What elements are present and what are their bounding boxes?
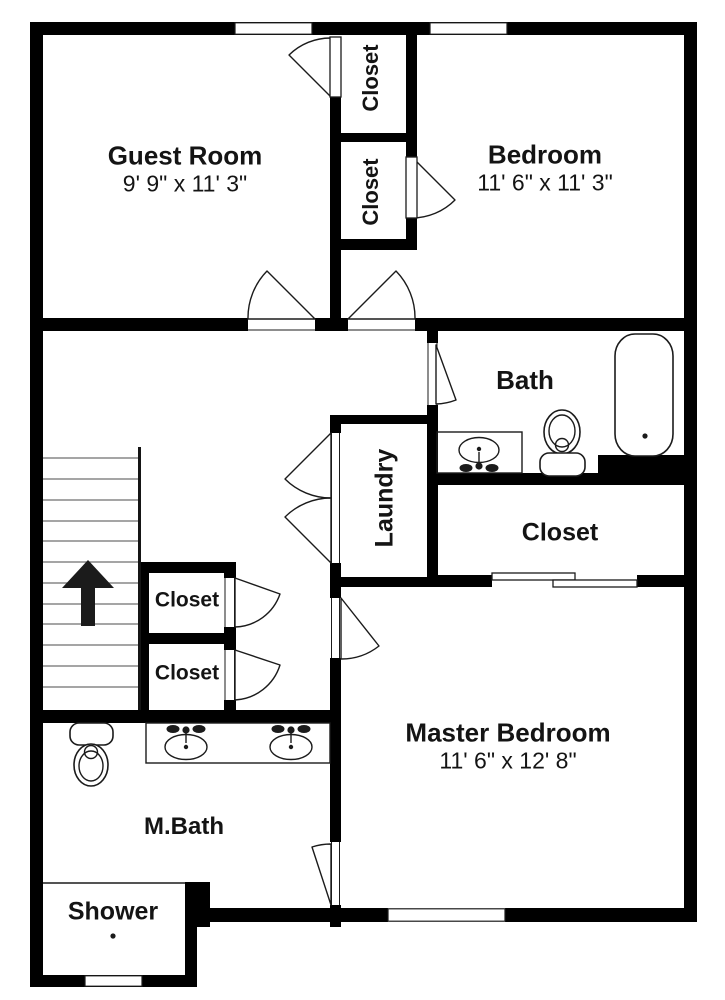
double-vanity-icon (145, 722, 331, 764)
master-closet-label: Closet (521, 518, 599, 547)
walls (30, 22, 697, 987)
shower-label: Shower (67, 897, 159, 926)
shower-drain-dot (110, 933, 116, 939)
window (234, 22, 313, 35)
master-bedroom-label: Master Bedroom 11' 6" x 12' 8" (405, 717, 611, 774)
bath-door-swing (435, 344, 457, 405)
toilet-icon (69, 722, 114, 787)
bedroom-closet-door-swing (411, 156, 456, 219)
guest-closet-door-leaf (329, 36, 342, 98)
bedroom-closet-door-leaf (405, 156, 418, 219)
hall-closet-lower-label: Closet (154, 661, 220, 685)
bathtub-icon (614, 333, 674, 457)
sliding-doors (491, 572, 638, 588)
window (84, 975, 143, 987)
doors (234, 36, 638, 906)
shower-enclosure (43, 882, 185, 939)
toilet-icon (539, 409, 586, 477)
hall-closet-upper-label: Closet (154, 588, 220, 612)
laundry-door-swing-upper (284, 432, 332, 499)
laundry-label: Laundry (370, 448, 399, 548)
windows (84, 22, 508, 987)
guest-closet-door-swing (288, 37, 332, 98)
mbath-door-swing (311, 843, 332, 906)
master-door-swing (340, 597, 380, 660)
guest-room-door-swing (247, 270, 316, 320)
window (429, 22, 508, 35)
window (387, 908, 506, 922)
bedroom-closet-label: Closet (358, 158, 384, 226)
hall-closet-door-swing-lower (234, 649, 281, 701)
sink-icon (436, 431, 523, 474)
bath-label: Bath (496, 364, 554, 395)
hall-closet-door-swing-upper (234, 577, 281, 628)
bedroom-door-swing (347, 270, 416, 320)
guest-closet-label: Closet (358, 44, 384, 112)
stairs (43, 447, 141, 710)
laundry-door-swing-lower (284, 497, 332, 564)
bedroom-label: Bedroom 11' 6" x 11' 3" (477, 139, 613, 196)
mbath-label: M.Bath (144, 813, 224, 841)
guest-room-label: Guest Room 9' 9" x 11' 3" (107, 140, 263, 197)
up-arrow-icon (62, 560, 114, 626)
